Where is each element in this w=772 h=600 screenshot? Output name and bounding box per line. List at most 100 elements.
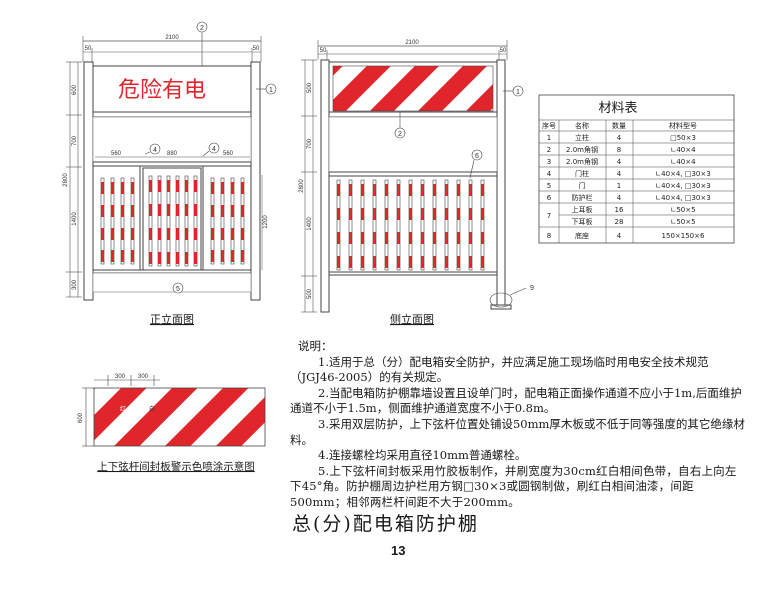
front-dim-door-h: 1200 xyxy=(263,215,269,229)
front-view-caption: 正立面图 xyxy=(150,312,194,326)
side-dim-h-bottom: 500 xyxy=(307,288,313,299)
warning-stripe-panel xyxy=(93,387,266,447)
table-cell: 8 xyxy=(617,146,621,154)
front-dim-h-mid: 1400 xyxy=(72,212,78,226)
table-cell: 3 xyxy=(547,158,551,166)
table-cell: 4 xyxy=(547,170,552,178)
front-view xyxy=(66,36,263,301)
table-cell: 上耳板 xyxy=(572,205,593,214)
front-view-rails xyxy=(100,175,245,267)
front-dim-right-margin: 50 xyxy=(253,46,260,52)
table-cell: □50×3 xyxy=(670,134,696,142)
warning-panel-diagram: 300 300 600 红 白 xyxy=(78,374,266,447)
table-cell: ∟40×4 xyxy=(670,146,696,154)
table-cell: 下耳板 xyxy=(572,217,593,226)
note-item-1: 1.适用于总（分）配电箱安全防护，并应满足施工现场临时用电安全技术规范（JGJ4… xyxy=(290,354,709,385)
front-callout-5-marker xyxy=(172,282,184,294)
side-view-caption: 侧立面图 xyxy=(390,312,434,326)
table-cell: ∟50×5 xyxy=(670,206,695,214)
table-cell: 28 xyxy=(615,218,624,226)
front-callout-4b: 4 xyxy=(212,146,216,153)
side-callout-6: 6 xyxy=(475,153,479,160)
side-dim-h-second: 700 xyxy=(307,138,313,149)
warning-dim-h: 600 xyxy=(78,412,84,423)
table-header-name: 名称 xyxy=(575,121,589,130)
warning-label-white: 白 xyxy=(149,405,155,413)
page-title: 总(分)配电箱防护棚 xyxy=(292,513,479,535)
warning-panel-caption: 上下弦杆间封板警示色喷涂示意图 xyxy=(97,460,255,473)
front-dim-h-top: 600 xyxy=(72,84,78,95)
table-cell: 4 xyxy=(617,232,622,240)
front-callout-2-marker xyxy=(196,21,208,33)
page-number: 13 xyxy=(391,543,406,558)
table-cell: ∟40×4, □30×3 xyxy=(655,182,710,190)
front-callout-4a: 4 xyxy=(153,147,157,154)
side-callout-1-marker xyxy=(512,85,524,97)
table-cell: 4 xyxy=(617,158,622,166)
table-cell: 立柱 xyxy=(575,133,589,142)
table-cell: 2.0m角钢 xyxy=(566,157,598,166)
table-cell: ∟40×4 xyxy=(670,158,696,166)
materials-table: 材料表 序号 名称 数量 材料型号 1 立柱 4 □50×3 2 2.0m角钢 … xyxy=(538,94,735,244)
table-header-spec: 材料型号 xyxy=(669,121,697,130)
table-cell: 5 xyxy=(547,182,551,190)
note-item-4: 4.连接螺栓均采用直径10mm普通螺栓。 xyxy=(318,448,527,463)
warning-label-red: 红 xyxy=(120,405,126,413)
table-cell: 1 xyxy=(617,182,621,190)
table-cell: 16 xyxy=(615,206,624,214)
table-cell: 1 xyxy=(547,134,551,142)
front-callout-1: 1 xyxy=(269,87,273,94)
table-cell: 底座 xyxy=(575,231,589,240)
front-callout-2: 2 xyxy=(200,25,204,32)
notes-block: 说明： 1.适用于总（分）配电箱安全防护，并应满足施工现场临时用电安全技术规范（… xyxy=(290,339,745,511)
note-item-5: 5.上下弦杆间封板采用竹胶板制作，并刷宽度为30cm红白相间色带，自右上向左下4… xyxy=(290,463,737,509)
front-callout-4b-marker xyxy=(208,142,220,154)
table-cell: ∟40×4, □30×3 xyxy=(655,170,710,178)
side-dim-right-margin: 50 xyxy=(500,48,507,54)
table-cell: ∟50×5 xyxy=(670,218,695,226)
side-dim-h-total: 2800 xyxy=(299,179,305,193)
table-cell: 4 xyxy=(617,170,622,178)
table-cell: ∟40×4, □30×3 xyxy=(655,194,710,202)
materials-table-title: 材料表 xyxy=(598,101,637,116)
table-cell: 2 xyxy=(547,146,551,154)
side-dim-h-top: 500 xyxy=(307,82,313,93)
note-item-3: 3.采用双层防护，上下弦杆位置处铺设50mm厚木板或不低于同等强度的其它绝缘材料… xyxy=(290,416,745,447)
front-dim-h-second: 700 xyxy=(72,135,78,146)
front-dim-total-width: 2100 xyxy=(165,35,179,41)
side-callout-1: 1 xyxy=(516,89,520,96)
front-dim-col-left: 560 xyxy=(111,151,122,157)
front-callout-4a-marker xyxy=(149,143,161,155)
front-dim-h-total: 2800 xyxy=(63,173,69,187)
side-view-rails xyxy=(336,179,485,271)
front-dim-col-mid: 880 xyxy=(167,151,178,157)
table-cell: 6 xyxy=(547,194,552,202)
table-cell: 8 xyxy=(547,232,551,240)
front-callout-5: 5 xyxy=(176,286,180,293)
side-dim-h-mid: 1400 xyxy=(307,217,313,231)
front-dim-left-margin: 50 xyxy=(85,46,92,52)
side-dim-total-width: 2100 xyxy=(405,40,419,46)
side-callout-2: 2 xyxy=(398,131,402,138)
table-header-qty: 数量 xyxy=(612,121,626,130)
front-dim-h-bottom: 300 xyxy=(72,279,78,290)
table-cell: 7 xyxy=(547,212,551,220)
table-cell: 防护栏 xyxy=(572,193,593,202)
side-dim-left-margin: 50 xyxy=(320,48,327,54)
side-callout-6-marker xyxy=(471,149,483,161)
table-cell: 门柱 xyxy=(575,169,589,178)
danger-sign-text: 危险有电 xyxy=(118,77,206,102)
warning-dim-a: 300 xyxy=(115,374,126,380)
note-item-2: 2.当配电箱防护棚靠墙设置且设单门时，配电箱正面操作通道不应小于1m,后面维护通… xyxy=(290,385,742,416)
front-callout-1-marker xyxy=(265,83,277,95)
table-cell: 2.0m角钢 xyxy=(566,145,598,154)
warning-dim-b: 300 xyxy=(138,374,149,380)
side-callout-2-marker xyxy=(394,127,406,139)
table-cell: 150×150×6 xyxy=(662,232,705,240)
table-header-no: 序号 xyxy=(542,121,556,130)
table-cell: 4 xyxy=(617,194,622,202)
front-dim-col-right: 560 xyxy=(223,151,234,157)
side-callout-9: 9 xyxy=(530,285,534,292)
table-cell: 门 xyxy=(579,181,586,190)
